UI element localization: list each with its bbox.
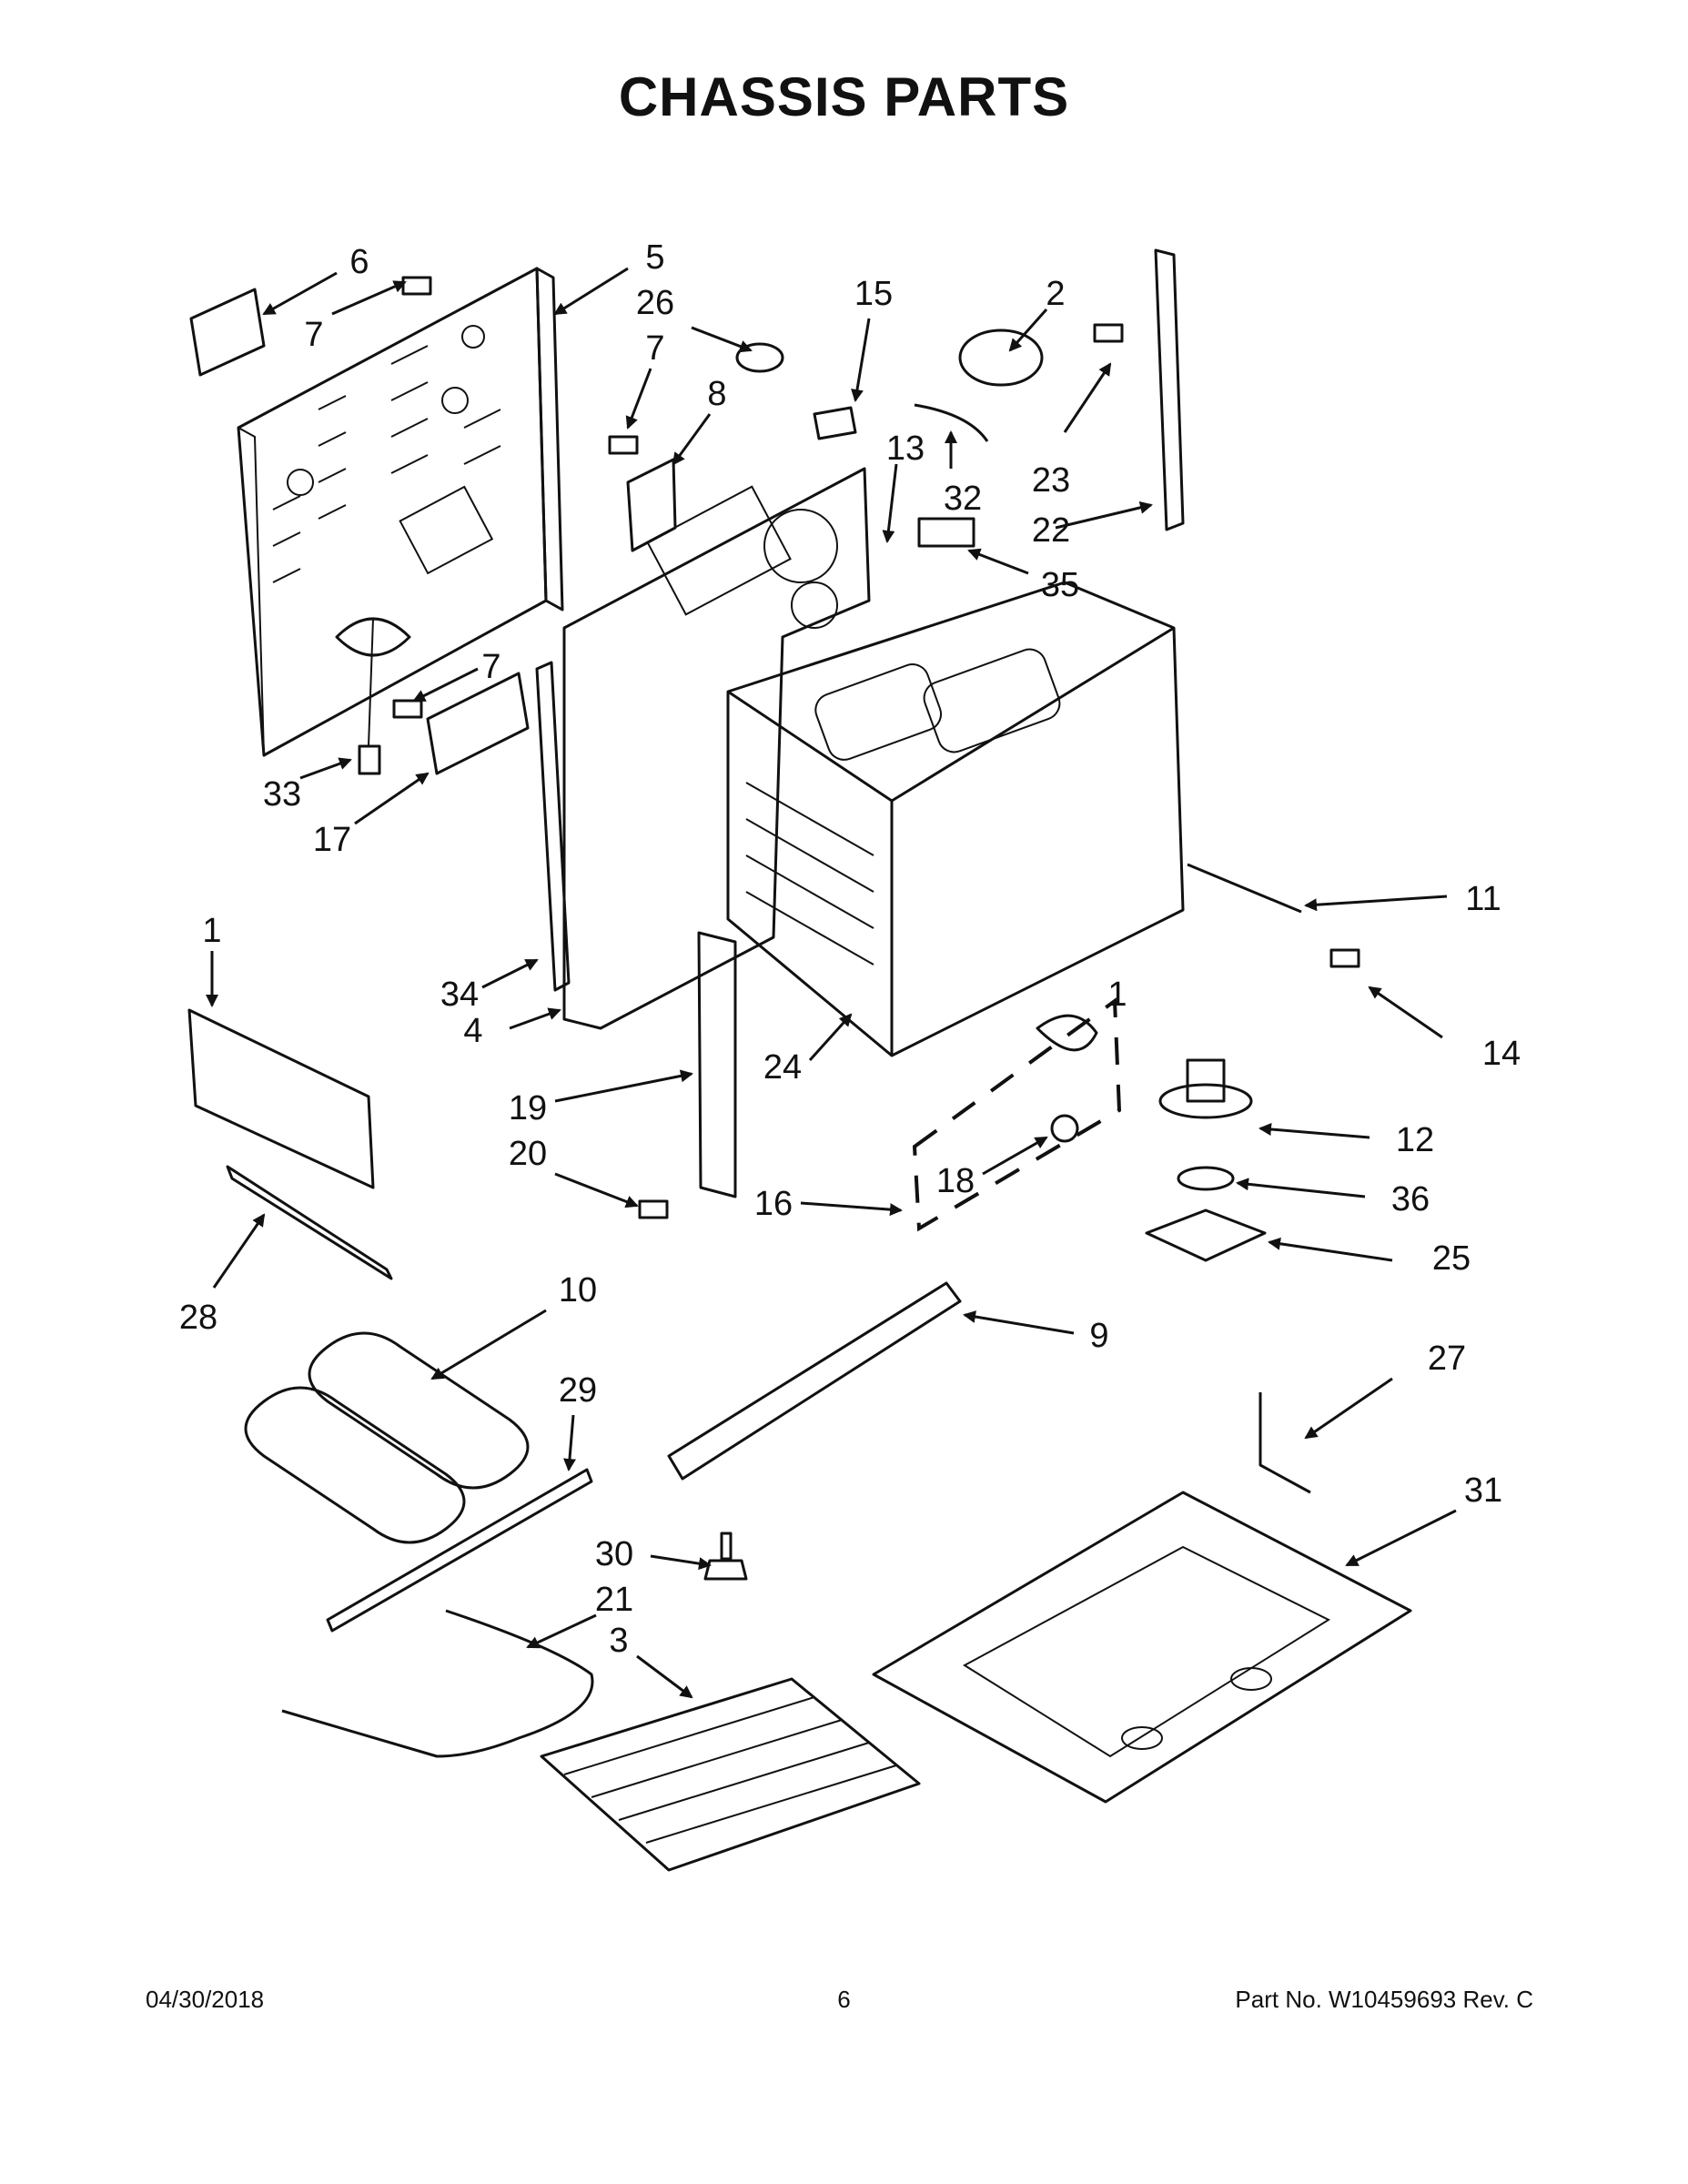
side-panel-drawing <box>562 467 871 1030</box>
leader-lines <box>206 267 1457 1699</box>
callout-28: 28 <box>179 1299 217 1337</box>
callout-1b: 1 <box>1107 976 1127 1014</box>
bracket-27-drawing <box>1258 1392 1311 1494</box>
strip-34-drawing <box>535 661 571 992</box>
footer-page-number: 6 <box>837 1986 851 2013</box>
callout-31: 31 <box>1464 1471 1502 1510</box>
shield-28-drawing <box>226 1165 393 1280</box>
callout-35: 35 <box>1041 566 1079 604</box>
bake-element-drawing <box>281 1609 594 1758</box>
callout-7b: 7 <box>645 329 664 368</box>
callout-9: 9 <box>1089 1317 1108 1355</box>
callout-5: 5 <box>645 238 664 277</box>
callout-33: 33 <box>263 775 301 814</box>
bracket-8-drawing <box>626 458 677 552</box>
callout-14: 14 <box>1482 1035 1521 1073</box>
sensor-26-drawing <box>735 342 784 373</box>
callout-30: 30 <box>595 1535 633 1573</box>
callout-1a: 1 <box>202 912 221 950</box>
callout-11: 11 <box>1465 880 1501 918</box>
callout-16: 16 <box>754 1185 793 1223</box>
callout-6: 6 <box>349 243 369 281</box>
leveling-leg-drawing <box>703 1532 748 1581</box>
bracket-1-drawing <box>187 1008 375 1189</box>
callout-29: 29 <box>559 1371 597 1410</box>
callout-27: 27 <box>1428 1340 1466 1378</box>
channel-9-drawing <box>667 1281 962 1481</box>
callout-24: 24 <box>763 1048 802 1087</box>
callout-15: 15 <box>854 275 893 313</box>
rear-panel-drawing <box>237 267 564 757</box>
callout-4: 4 <box>463 1012 482 1050</box>
callout-19: 19 <box>509 1089 547 1127</box>
switch-35-drawing <box>917 517 975 548</box>
bottom-pan-drawing <box>872 1491 1412 1804</box>
cover-plate-drawing <box>189 288 266 377</box>
strip-29-drawing <box>326 1468 593 1633</box>
callout-18: 18 <box>936 1162 975 1200</box>
element-loop-drawing <box>244 1386 466 1544</box>
footer-date: 04/30/2018 <box>146 1986 265 2013</box>
callout-26: 26 <box>636 284 674 322</box>
convection-outline-dash <box>912 997 1122 1232</box>
callout-13: 13 <box>886 430 925 468</box>
rail-11-drawing <box>1187 863 1302 914</box>
oven-rack-drawing <box>540 1677 921 1872</box>
callout-21: 21 <box>595 1581 633 1619</box>
page-title: CHASSIS PARTS <box>618 66 1070 127</box>
footer-part-number: Part No. W10459693 Rev. C <box>1235 1986 1533 2013</box>
callout-2: 2 <box>1046 275 1065 313</box>
broil-element-drawing <box>308 1331 530 1490</box>
callout-10: 10 <box>559 1271 597 1309</box>
callout-7c: 7 <box>481 648 500 686</box>
oven-cavity-drawing <box>726 581 1185 1057</box>
callout-17: 17 <box>313 821 351 859</box>
clip-32-drawing <box>914 403 989 442</box>
fan-assembly-drawing <box>1036 1014 1098 1052</box>
callout-20: 20 <box>509 1135 547 1173</box>
support-bar-22-drawing <box>1154 248 1185 531</box>
callout-8: 8 <box>707 375 726 413</box>
callout-23: 23 <box>1032 461 1070 500</box>
screw-icons <box>392 276 1360 1219</box>
gasket-15-drawing <box>813 406 857 440</box>
column-19-drawing <box>697 931 737 1198</box>
callout-32: 32 <box>944 480 982 518</box>
callout-12: 12 <box>1396 1121 1434 1159</box>
callout-22: 22 <box>1032 511 1070 550</box>
callout-36: 36 <box>1391 1180 1430 1218</box>
callout-3: 3 <box>609 1622 628 1660</box>
callout-34: 34 <box>440 976 479 1014</box>
lamp-drawing <box>1050 1114 1079 1143</box>
bracket-17-drawing <box>426 672 530 775</box>
callout-7a: 7 <box>304 316 323 354</box>
valve-2-drawing <box>958 329 1044 387</box>
fan-motor-drawing <box>335 617 411 775</box>
callout-25: 25 <box>1432 1239 1471 1278</box>
vent-stack-drawing <box>1145 1058 1267 1262</box>
